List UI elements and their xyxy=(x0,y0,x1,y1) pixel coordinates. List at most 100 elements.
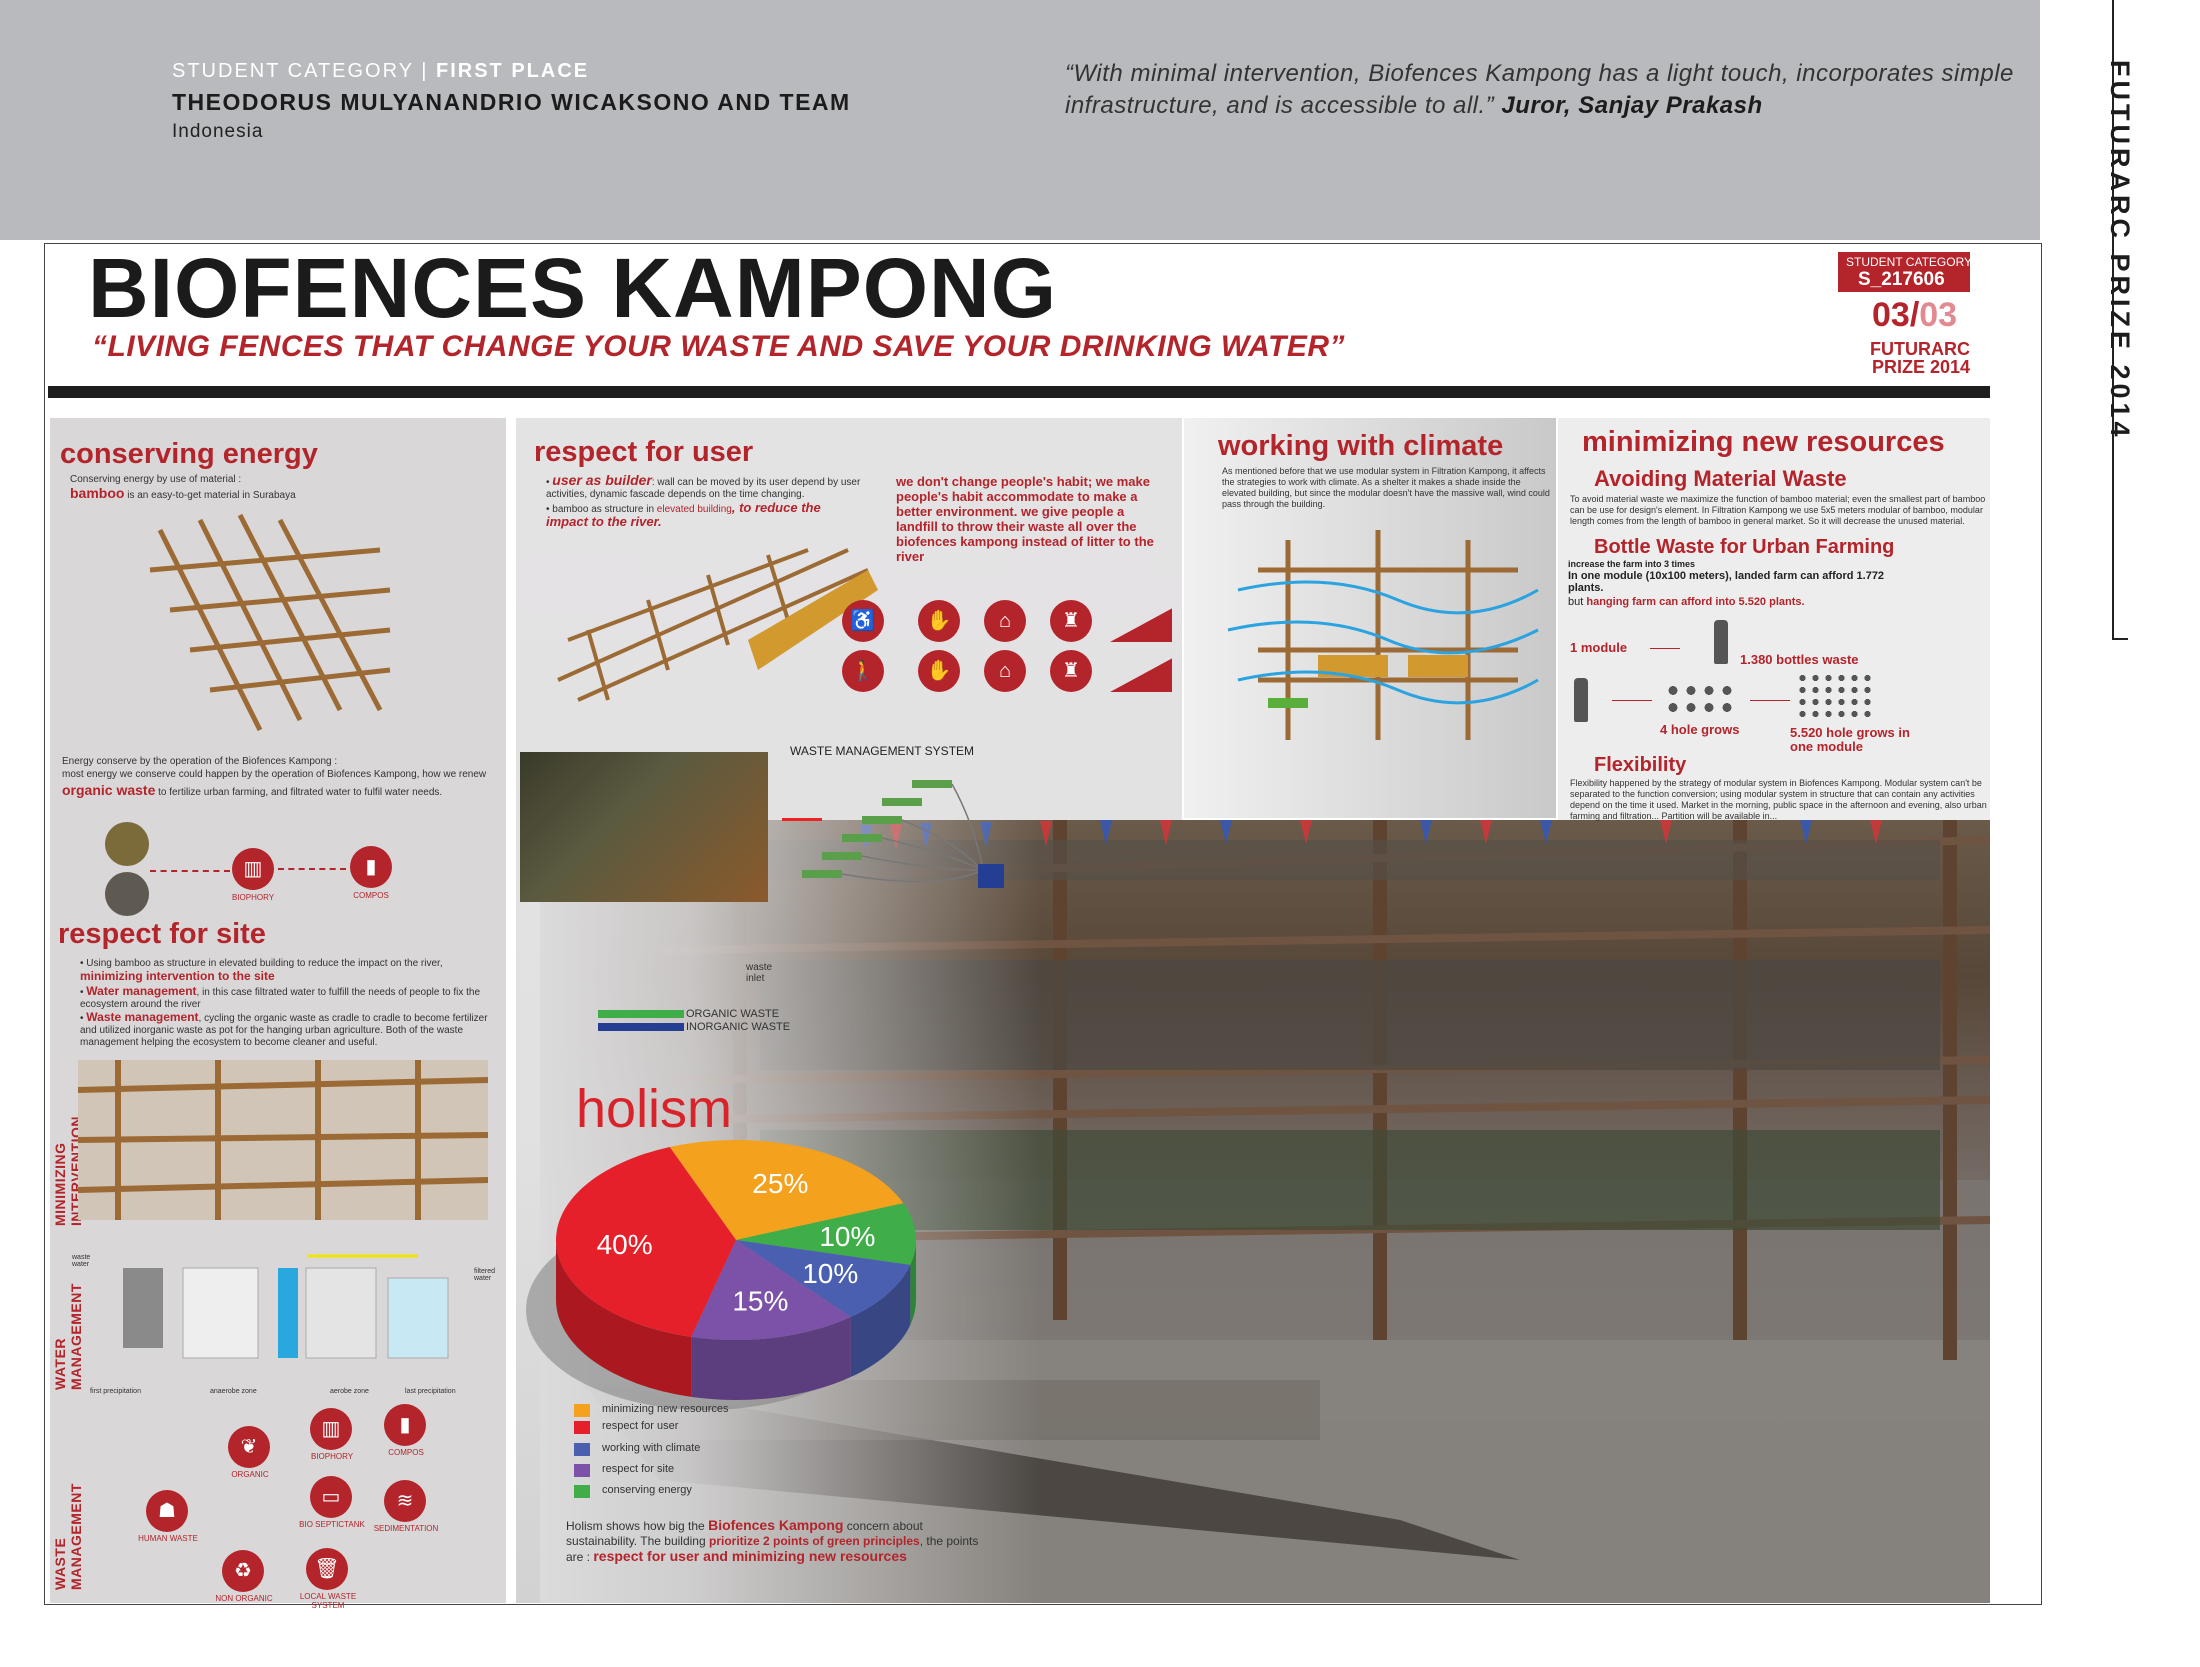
legend-swatch-resources xyxy=(574,1404,590,1417)
user-bullet-2: • bamboo as structure in elevated buildi… xyxy=(546,500,821,529)
label-compos-2: COMPOS xyxy=(388,1448,424,1457)
site-bullet-3: • Waste management, cycling the organic … xyxy=(80,1010,488,1048)
label-non-organic: NON ORGANIC xyxy=(215,1594,273,1603)
label-human-waste: HUMAN WASTE xyxy=(138,1534,198,1543)
dash-line-2 xyxy=(278,868,346,870)
arrow-module xyxy=(1650,648,1680,649)
pie-label-0: 25% xyxy=(752,1168,808,1199)
label-first-precipitation: first precipitation xyxy=(90,1388,141,1395)
energy-body-3: organic waste to fertilize urban farming… xyxy=(62,782,443,798)
pie-label-4: 10% xyxy=(819,1221,875,1252)
compos-icon-2: ▮ xyxy=(384,1404,426,1446)
hole-grows-icon xyxy=(1664,682,1736,716)
bamboo-walkway-illustration xyxy=(557,548,878,702)
bottle-line-2: In one module (10x100 meters), landed fa… xyxy=(1568,570,1885,594)
bamboo-frame-illustration xyxy=(149,513,391,732)
label-local-waste: LOCAL WASTE SYSTEM xyxy=(299,1592,357,1610)
site-bullet-1: • Using bamboo as structure in elevated … xyxy=(80,958,443,983)
pie-side-3 xyxy=(691,1317,851,1400)
label-filtered-water: filtered water xyxy=(474,1268,496,1282)
walking-person-icon: 🚶 xyxy=(842,650,884,692)
trash-icon: 🗑 xyxy=(306,1548,348,1590)
bottle-icon-2 xyxy=(1574,678,1588,722)
arrow-bottle xyxy=(1612,700,1652,701)
pie-slice-0 xyxy=(669,1140,904,1240)
legend-swatch-user xyxy=(574,1421,590,1434)
label-bottles: 1.380 bottles waste xyxy=(1740,652,1859,667)
pie-slice-2 xyxy=(736,1240,911,1318)
pie-slice-4 xyxy=(736,1203,916,1265)
water-filtration-diagram xyxy=(123,1254,449,1359)
panel-conserving-site xyxy=(50,418,506,1603)
country: Indonesia xyxy=(172,121,264,142)
pie-side-4 xyxy=(910,1240,916,1325)
human-waste-icon: ☗ xyxy=(146,1490,188,1532)
user-right-text: we don't change people's habit; we make … xyxy=(896,474,1154,564)
holism-title: holism xyxy=(576,1079,733,1139)
bamboo-line: bamboo is an easy-to-get material in Sur… xyxy=(70,485,296,501)
bamboo-interior-image xyxy=(520,752,768,902)
resources-body-3: Flexibility happened by the strategy of … xyxy=(1570,778,1987,821)
legend-inorganic-swatch xyxy=(598,1023,684,1031)
panel-resources xyxy=(1558,418,1990,833)
many-holes-icon xyxy=(1796,672,1872,718)
user-bullet-1: • user as builder: wall can be moved by … xyxy=(546,472,861,500)
heading-respect-site: respect for site xyxy=(58,918,266,950)
heading-resources: minimizing new resources xyxy=(1582,426,1945,458)
carousel-icon: ♜ xyxy=(1050,600,1092,642)
biophory-icon-2: ▥ xyxy=(310,1408,352,1450)
sub-flexibility: Flexibility xyxy=(1594,754,1687,776)
heading-climate: working with climate xyxy=(1218,430,1504,462)
arrow-red xyxy=(782,818,822,821)
label-aerobe: aerobe zone xyxy=(330,1388,369,1395)
poster-subtitle: “LIVING FENCES THAT CHANGE YOUR WASTE AN… xyxy=(92,330,1346,363)
pie-slice-3 xyxy=(691,1240,851,1340)
label-waste-inlet: waste inlet xyxy=(746,962,773,984)
resources-body-1: To avoid material waste we maximize the … xyxy=(1570,494,1986,526)
hand-plant-icon-2: ✋ xyxy=(918,650,960,692)
pie-slice-1 xyxy=(556,1147,736,1337)
label-anaerobe: anaerobe zone xyxy=(210,1388,257,1395)
heading-conserving-energy: conserving energy xyxy=(60,438,318,470)
label-1-module: 1 module xyxy=(1570,640,1628,655)
pie-label-3: 15% xyxy=(732,1286,788,1317)
sub-avoid-waste: Avoiding Material Waste xyxy=(1594,466,1847,491)
legend-label-site: respect for site xyxy=(602,1463,675,1475)
sub-bottle-waste: Bottle Waste for Urban Farming xyxy=(1594,536,1895,558)
bottle-line-3: but hanging farm can afford into 5.520 p… xyxy=(1568,596,1805,608)
header-band xyxy=(0,0,2040,240)
panel-climate xyxy=(1184,418,1556,818)
compos-icon: ▮ xyxy=(350,846,392,888)
label-last-precipitation: last precipitation xyxy=(405,1388,456,1395)
team-name: THEODORUS MULYANANDRIO WICAKSONO AND TEA… xyxy=(172,89,851,115)
holism-pie-chart: 25%10%10%15%40% xyxy=(526,1140,916,1410)
page-indicator: 03/03 xyxy=(1872,296,1958,334)
site-bullet-2: • Water management, in this case filtrat… xyxy=(80,984,481,1010)
pie-label-2: 10% xyxy=(802,1258,858,1289)
bottle-icon xyxy=(1714,620,1728,664)
pie-side-1 xyxy=(556,1240,692,1397)
legend-swatch-climate xyxy=(574,1443,590,1456)
label-5520: 5.520 hole grows in one module xyxy=(1790,725,1910,754)
rail-tick xyxy=(2112,638,2128,640)
energy-body-2: most energy we conserve could happen by … xyxy=(62,769,487,780)
label-compos: COMPOS xyxy=(353,891,389,900)
elevated-building-illustration xyxy=(78,1060,488,1220)
label-biophory-2: BIOPHORY xyxy=(310,1452,354,1461)
label-bio-septictank: BIO SEPTICTANK xyxy=(299,1520,365,1529)
vlabel-waste: WASTE MANAGEMENT xyxy=(52,1483,84,1590)
wheelchair-icon: ♿ xyxy=(842,600,884,642)
bio-septictank-icon: ▭ xyxy=(310,1476,352,1518)
conserving-intro: Conserving energy by use of material : xyxy=(70,474,242,485)
title-rule xyxy=(48,386,1990,398)
hand-plant-icon: ✋ xyxy=(918,600,960,642)
legend-label-resources: minimizing new resources xyxy=(602,1403,729,1415)
rail-label: FUTURARC PRIZE 2014 xyxy=(2105,60,2135,441)
carousel-icon-2: ♜ xyxy=(1050,650,1092,692)
legend-label-climate: working with climate xyxy=(602,1442,701,1454)
poster-title: BIOFENCES KAMPONG xyxy=(88,241,1058,335)
award-category: STUDENT CATEGORY | FIRST PLACE xyxy=(172,60,590,82)
biophory-icon: ▥ xyxy=(232,848,274,890)
vertical-rail xyxy=(2112,0,2114,640)
wms-title: WASTE MANAGEMENT SYSTEM xyxy=(790,744,975,758)
